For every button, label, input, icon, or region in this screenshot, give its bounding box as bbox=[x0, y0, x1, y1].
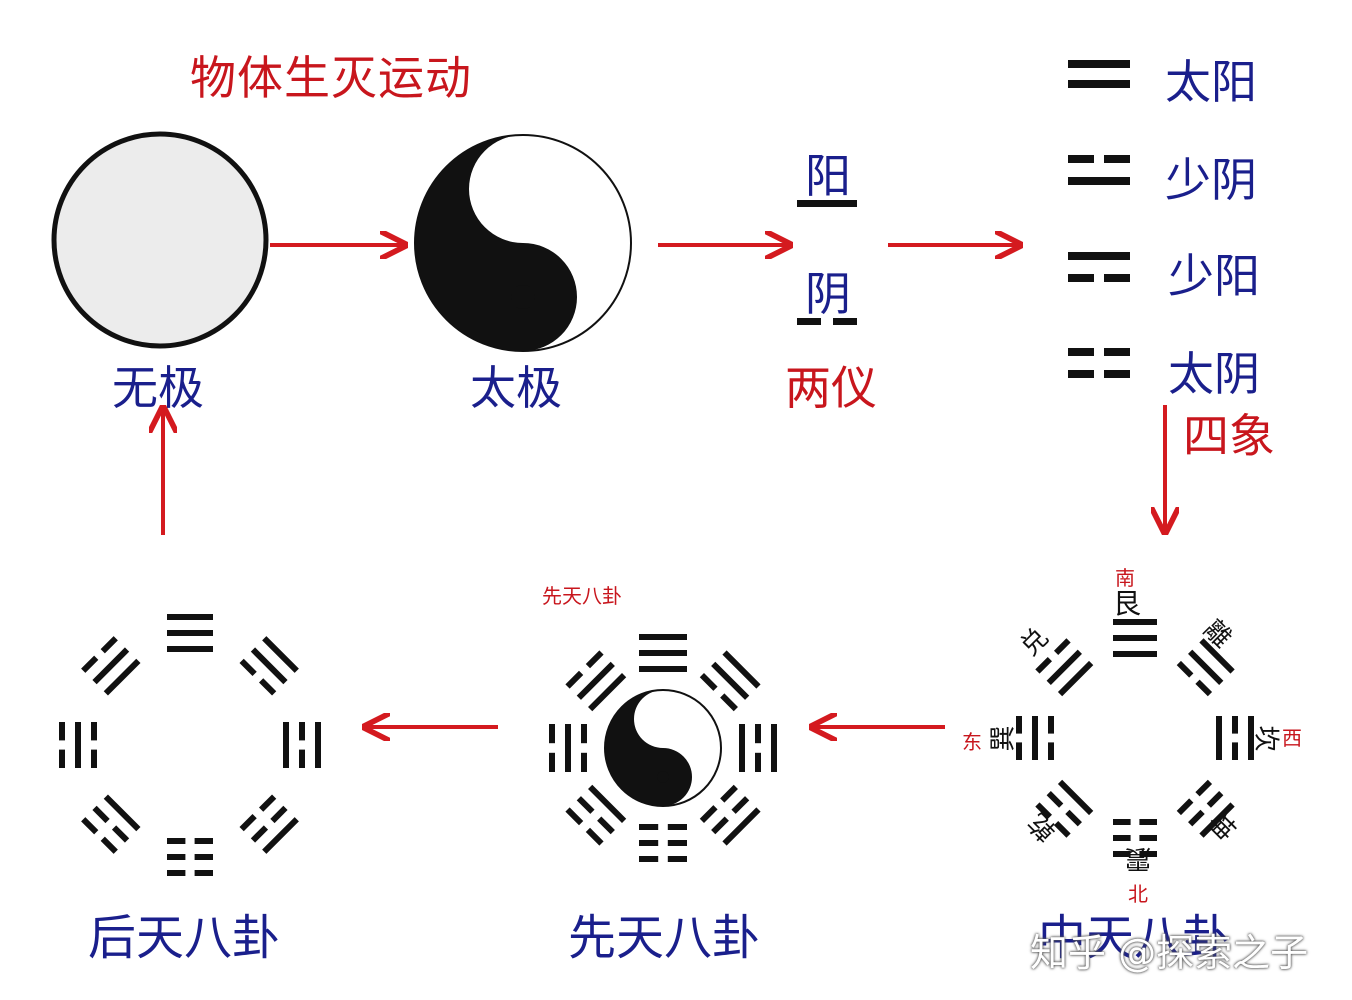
compass-south: 南 bbox=[1115, 566, 1135, 590]
zhongtian-trigram-6 bbox=[1016, 715, 1054, 760]
label-xiantian: 先天八卦 bbox=[568, 910, 761, 966]
yin-line-right bbox=[833, 318, 857, 325]
diagram-title: 物体生灭运动 bbox=[190, 51, 472, 105]
zhongtian-name-right: 坎 bbox=[1250, 725, 1281, 752]
zhongtian-trigram-4 bbox=[1113, 819, 1157, 857]
yang-line bbox=[797, 200, 857, 207]
xiantian-trigram-1 bbox=[699, 650, 761, 712]
xiantian-trigram-0 bbox=[639, 634, 687, 672]
zhongtian-trigram-0 bbox=[1113, 619, 1157, 657]
yin-line-left bbox=[797, 318, 821, 325]
zhongtian-trigram-3 bbox=[1176, 779, 1235, 838]
label-houtian: 后天八卦 bbox=[88, 910, 281, 966]
sixiang-label-taiyin: 太阴 bbox=[1168, 347, 1260, 401]
xiantian-trigram-7 bbox=[565, 650, 627, 712]
watermark: 知乎 @探索之子 bbox=[1030, 931, 1309, 975]
houtian-trigram-5 bbox=[81, 794, 141, 854]
sixiang-label-shaoyang: 少阳 bbox=[1168, 249, 1260, 303]
compass-north: 北 bbox=[1128, 882, 1148, 906]
xiantian-trigram-2 bbox=[739, 724, 777, 773]
label-sixiang: 四象 bbox=[1183, 409, 1275, 463]
label-wuji: 无极 bbox=[112, 361, 204, 415]
label-yin: 阴 bbox=[805, 267, 851, 321]
xiantian-trigram-4 bbox=[639, 824, 687, 862]
houtian-trigram-6 bbox=[59, 722, 97, 768]
xiantian-trigram-6 bbox=[549, 723, 587, 772]
xiantian-trigrams bbox=[549, 634, 777, 862]
compass-west: 西 bbox=[1282, 726, 1302, 750]
zhongtian-name-left: 巽 bbox=[988, 725, 1019, 752]
taiji-symbol bbox=[414, 134, 632, 352]
sixiang-label-shaoyin: 少阴 bbox=[1165, 153, 1257, 207]
label-liangyi: 两仪 bbox=[785, 361, 877, 415]
sixiang-shaoyin-symbol bbox=[1068, 155, 1130, 185]
houtian-trigram-3 bbox=[239, 794, 299, 854]
zhongtian-trigram-5 bbox=[1035, 779, 1094, 838]
houtian-trigram-2 bbox=[283, 722, 321, 768]
zhongtian-trigram-7 bbox=[1035, 638, 1094, 697]
xiantian-trigram-5 bbox=[565, 784, 627, 846]
sixiang-label-taiyang: 太阳 bbox=[1165, 55, 1257, 109]
xiantian-taiji bbox=[604, 689, 722, 807]
houtian-trigrams bbox=[59, 614, 321, 876]
xiantian-trigram-3 bbox=[699, 784, 761, 846]
zhongtian-trigram-2 bbox=[1216, 716, 1254, 761]
label-zhongtian: 中天八卦 bbox=[1038, 910, 1231, 966]
houtian-trigram-1 bbox=[239, 636, 299, 696]
zhongtian-name-top: 艮 bbox=[1113, 587, 1142, 620]
label-taiji: 太极 bbox=[470, 361, 562, 415]
sixiang-taiyang-symbol bbox=[1068, 60, 1130, 88]
label-yang: 阳 bbox=[805, 149, 851, 203]
compass-east: 东 bbox=[962, 730, 982, 754]
sixiang-taiyin-symbol bbox=[1068, 348, 1130, 378]
houtian-trigram-4 bbox=[167, 838, 213, 876]
xiantian-small-title: 先天八卦 bbox=[542, 584, 622, 608]
wuji-circle bbox=[51, 131, 269, 349]
houtian-trigram-0 bbox=[167, 614, 213, 652]
zhongtian-trigrams bbox=[1016, 619, 1254, 857]
zhongtian-name-bottom: 震 bbox=[1125, 843, 1152, 873]
houtian-trigram-7 bbox=[81, 636, 141, 696]
sixiang-shaoyang-symbol bbox=[1068, 252, 1130, 282]
zhongtian-trigram-1 bbox=[1176, 638, 1235, 697]
